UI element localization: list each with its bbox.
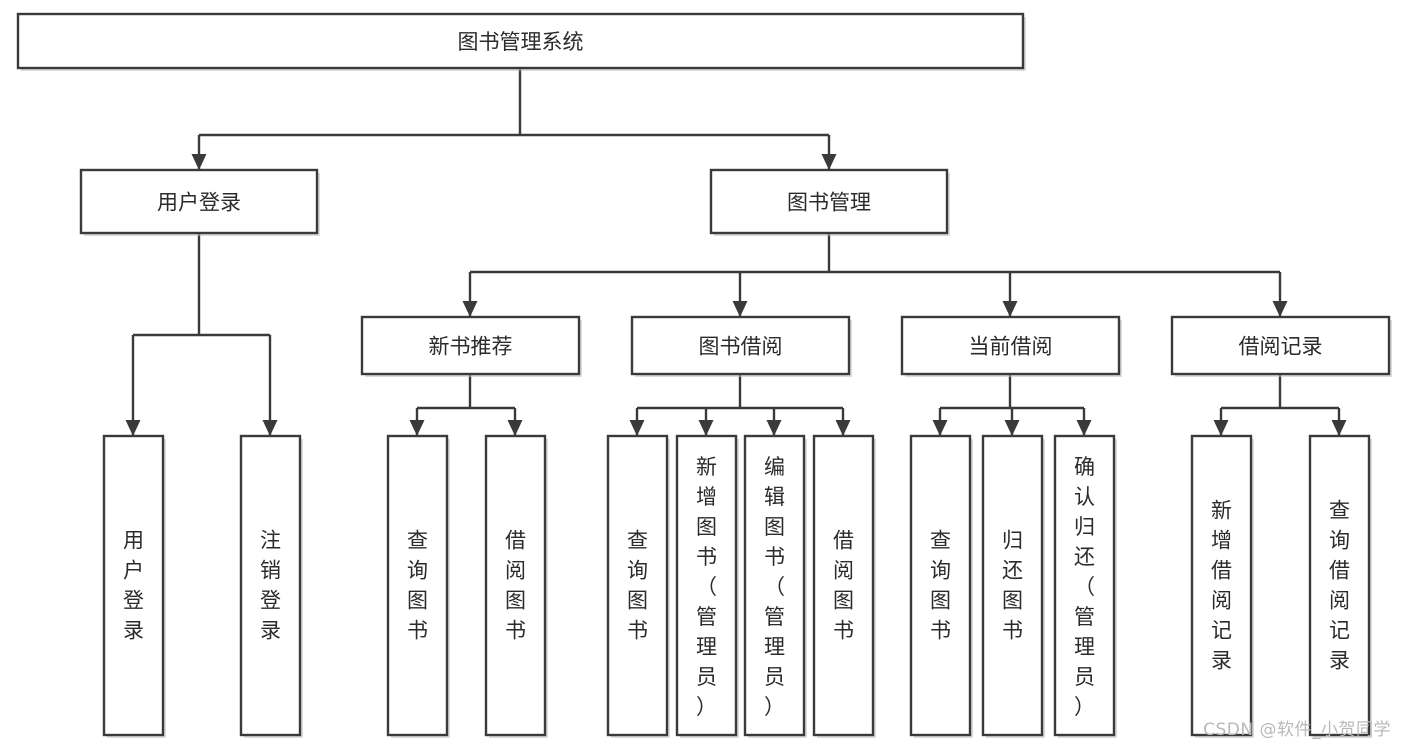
connectors-layer <box>125 68 1347 436</box>
node-box[interactable] <box>981 434 1044 737</box>
node-leaf-borrow-book-recommend[interactable]: 借阅图书 <box>484 434 548 738</box>
node-box[interactable] <box>675 434 738 737</box>
node-leaf-return-book[interactable]: 归还图书 <box>981 434 1045 738</box>
node-box[interactable] <box>360 315 581 376</box>
node-label: 新增图书（管理员） <box>696 455 717 719</box>
node-label: 用户登录 <box>157 191 241 215</box>
node-label: 借阅图书 <box>833 529 854 643</box>
node-box[interactable] <box>239 434 302 737</box>
node-label: 借阅图书 <box>505 529 526 643</box>
node-leaf-add-book-admin[interactable]: 新增图书（管理员） <box>675 434 739 738</box>
node-box[interactable] <box>630 315 851 376</box>
arrow-head-icon <box>191 154 207 170</box>
node-box[interactable] <box>79 168 319 235</box>
node-box[interactable] <box>386 434 449 737</box>
arrow-head-icon <box>409 420 425 436</box>
node-book-borrow[interactable]: 图书借阅 <box>630 315 852 377</box>
node-leaf-user-logout[interactable]: 注销登录 <box>239 434 303 738</box>
node-box[interactable] <box>606 434 669 737</box>
connector-bookmgmt-to-level3 <box>468 233 1282 317</box>
node-leaf-borrow-book[interactable]: 借阅图书 <box>812 434 876 738</box>
node-current-borrow[interactable]: 当前借阅 <box>900 315 1122 377</box>
node-box[interactable] <box>484 434 547 737</box>
node-root-system[interactable]: 图书管理系统 <box>16 12 1026 71</box>
arrow-head-icon <box>125 420 141 436</box>
node-leaf-confirm-return-admin[interactable]: 确认归还（管理员） <box>1053 434 1117 738</box>
node-label: 查询图书 <box>407 529 428 643</box>
connector-recommend-to-leaves <box>415 374 517 436</box>
arrow-head-icon <box>698 420 714 436</box>
node-leaf-query-book-recommend[interactable]: 查询图书 <box>386 434 450 738</box>
arrow-head-icon <box>766 420 782 436</box>
node-leaf-edit-book-admin[interactable]: 编辑图书（管理员） <box>743 434 807 738</box>
arrow-head-icon <box>262 420 278 436</box>
node-leaf-query-book-borrow[interactable]: 查询图书 <box>606 434 670 738</box>
connector-userlogin-to-leaves <box>131 233 272 436</box>
node-box[interactable] <box>1308 434 1371 737</box>
arrow-head-icon <box>732 301 748 317</box>
node-label: 查询图书 <box>930 529 951 643</box>
node-box[interactable] <box>709 168 949 235</box>
node-box[interactable] <box>812 434 875 737</box>
arrow-head-icon <box>1076 420 1092 436</box>
arrow-head-icon <box>462 301 478 317</box>
node-label: 借阅记录 <box>1239 335 1323 359</box>
node-label: 用户登录 <box>123 529 144 643</box>
node-label: 确认归还（管理员） <box>1074 455 1095 719</box>
node-user-login[interactable]: 用户登录 <box>79 168 320 236</box>
node-box[interactable] <box>1190 434 1253 737</box>
node-box[interactable] <box>102 434 165 737</box>
node-book-management[interactable]: 图书管理 <box>709 168 950 236</box>
node-leaf-query-borrow-record[interactable]: 查询借阅记录 <box>1308 434 1372 738</box>
node-label: 图书管理系统 <box>458 30 584 54</box>
arrow-head-icon <box>835 420 851 436</box>
node-box[interactable] <box>1170 315 1391 376</box>
arrow-head-icon <box>1002 301 1018 317</box>
nodes-layer: 图书管理系统用户登录图书管理新书推荐图书借阅当前借阅借阅记录用户登录注销登录查询… <box>16 12 1392 738</box>
arrow-head-icon <box>821 154 837 170</box>
node-leaf-add-borrow-record[interactable]: 新增借阅记录 <box>1190 434 1254 738</box>
node-box[interactable] <box>900 315 1121 376</box>
node-leaf-query-book-current[interactable]: 查询图书 <box>909 434 973 738</box>
node-label: 新增借阅记录 <box>1211 499 1232 673</box>
connector-borrow-to-leaves <box>635 374 845 436</box>
arrow-head-icon <box>629 420 645 436</box>
node-label: 编辑图书（管理员） <box>764 455 785 719</box>
node-box[interactable] <box>1053 434 1116 737</box>
node-label: 查询图书 <box>627 529 648 643</box>
arrow-head-icon <box>507 420 523 436</box>
node-label: 注销登录 <box>260 529 281 643</box>
node-leaf-user-login[interactable]: 用户登录 <box>102 434 166 738</box>
node-label: 新书推荐 <box>429 335 513 359</box>
arrow-head-icon <box>1213 420 1229 436</box>
node-new-book-recommend[interactable]: 新书推荐 <box>360 315 582 377</box>
arrow-head-icon <box>1004 420 1020 436</box>
arrow-head-icon <box>932 420 948 436</box>
node-borrow-record[interactable]: 借阅记录 <box>1170 315 1392 377</box>
connector-root-to-level2 <box>197 68 831 170</box>
node-label: 归还图书 <box>1002 529 1023 643</box>
node-box[interactable] <box>16 12 1025 70</box>
node-box[interactable] <box>909 434 972 737</box>
node-box[interactable] <box>743 434 806 737</box>
node-label: 查询借阅记录 <box>1329 499 1350 673</box>
connector-record-to-leaves <box>1219 374 1341 436</box>
arrow-head-icon <box>1331 420 1347 436</box>
node-label: 图书借阅 <box>699 335 783 359</box>
arrow-head-icon <box>1272 301 1288 317</box>
node-label: 当前借阅 <box>969 335 1053 359</box>
node-label: 图书管理 <box>787 191 871 215</box>
